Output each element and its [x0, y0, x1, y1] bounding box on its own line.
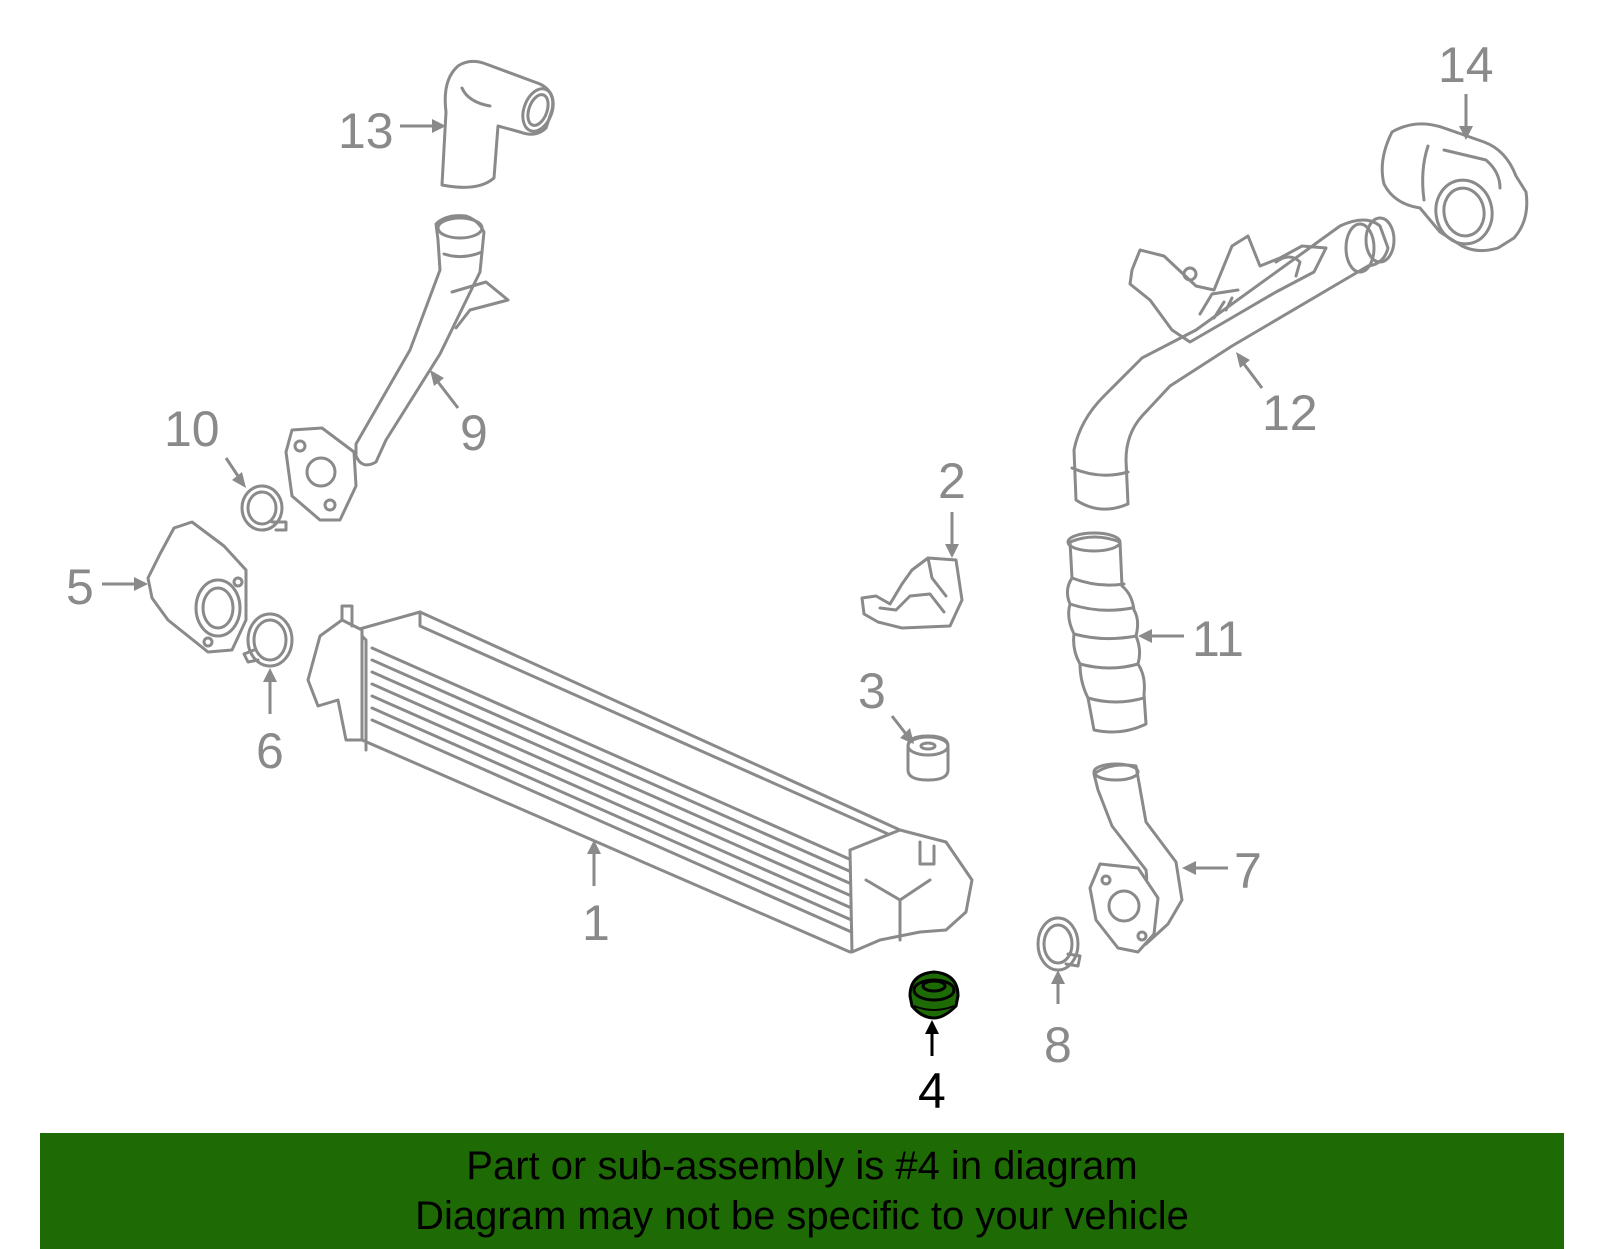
callout-2: 2	[938, 453, 966, 558]
svg-text:13: 13	[338, 103, 394, 159]
part-2-bracket	[860, 556, 964, 630]
part-14-hose	[1380, 122, 1529, 253]
callout-13: 13	[338, 103, 446, 159]
svg-text:9: 9	[460, 405, 488, 461]
svg-text:4: 4	[918, 1063, 946, 1119]
svg-text:1: 1	[582, 895, 610, 951]
part-4-mount	[908, 970, 960, 1020]
part-12-pipe	[1070, 216, 1396, 511]
part-13-hose	[440, 59, 555, 189]
callout-11: 11	[1138, 611, 1244, 667]
callout-10: 10	[164, 401, 246, 488]
callout-7: 7	[1182, 843, 1262, 899]
info-banner: Part or sub-assembly is #4 in diagram Di…	[40, 1133, 1564, 1249]
svg-text:11: 11	[1192, 611, 1244, 667]
part-6-clamp	[242, 612, 294, 668]
svg-text:12: 12	[1262, 385, 1318, 441]
svg-text:3: 3	[858, 663, 886, 719]
callout-4: 4	[918, 1020, 946, 1119]
part-11-hose	[1065, 531, 1148, 734]
svg-text:10: 10	[164, 401, 220, 457]
callout-3: 3	[858, 663, 914, 744]
svg-text:2: 2	[938, 453, 966, 509]
callout-1: 1	[582, 840, 610, 951]
callout-5: 5	[66, 559, 148, 615]
banner-line-1: Part or sub-assembly is #4 in diagram	[466, 1144, 1138, 1188]
part-1-intercooler	[306, 604, 974, 954]
svg-text:8: 8	[1044, 1017, 1072, 1073]
callout-12: 12	[1236, 352, 1318, 441]
svg-text:6: 6	[256, 723, 284, 779]
part-3-grommet	[906, 734, 950, 782]
part-10-clamp	[240, 484, 288, 532]
callout-9: 9	[430, 370, 488, 461]
part-7-pipe	[1088, 762, 1184, 954]
svg-text:7: 7	[1234, 843, 1262, 899]
part-5-adapter	[146, 520, 248, 654]
part-9-pipe	[284, 214, 510, 522]
svg-text:14: 14	[1438, 37, 1494, 93]
svg-text:5: 5	[66, 559, 94, 615]
part-8-clamp	[1036, 916, 1082, 972]
callout-6: 6	[256, 668, 284, 779]
callout-14: 14	[1438, 37, 1494, 140]
callout-8: 8	[1044, 970, 1072, 1073]
banner-line-2: Diagram may not be specific to your vehi…	[415, 1194, 1189, 1238]
